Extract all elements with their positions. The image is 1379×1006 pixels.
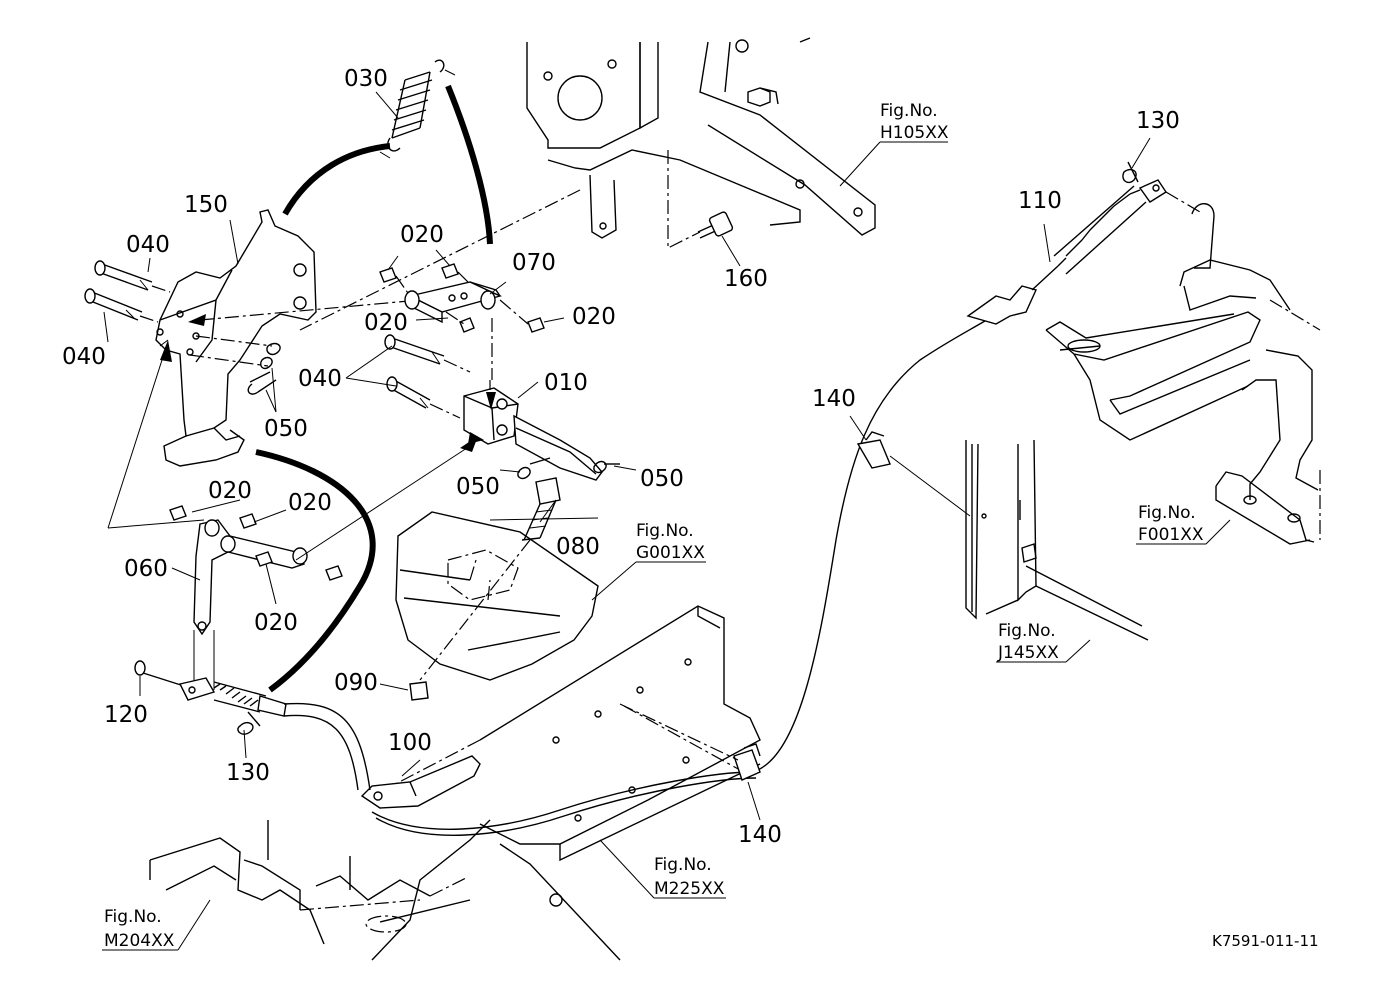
- main-frame: [371, 605, 761, 961]
- label-130-upper: 130: [1136, 108, 1180, 134]
- upper-frame-bracket: [299, 37, 876, 331]
- label-020-a: 020: [400, 222, 444, 248]
- pin-040-left: [84, 260, 171, 323]
- label-020-d: 020: [208, 478, 252, 504]
- fig-ref-m225-code: M225XX: [654, 879, 725, 899]
- cable-path-arrow: [255, 449, 376, 693]
- fig-ref-g001-code: G001XX: [636, 543, 705, 563]
- label-090: 090: [334, 670, 378, 696]
- label-050-c: 050: [640, 466, 684, 492]
- fig-ref-f001-prefix: Fig.No.: [1138, 503, 1196, 523]
- fig-ref-g001-prefix: Fig.No.: [636, 521, 694, 541]
- label-020-b: 020: [364, 310, 408, 336]
- pin-040-middle: [384, 334, 471, 419]
- fig-ref-m204-code: M204XX: [104, 931, 175, 951]
- cable-upper-end-110: [966, 179, 1201, 325]
- label-020-e: 020: [288, 490, 332, 516]
- fig-ref-leaders: [102, 141, 1231, 951]
- right-upper-assembly: [1045, 203, 1321, 545]
- fig-ref-j145-code: J145XX: [997, 643, 1059, 663]
- part-labels: 030 150 040 040 020 070 020 020 040 010 …: [62, 66, 1180, 848]
- label-050-a: 050: [264, 416, 308, 442]
- control-cable: [371, 317, 991, 830]
- assembly-guides: [107, 339, 478, 690]
- label-070: 070: [512, 250, 556, 276]
- lower-left-frame: [149, 820, 471, 945]
- fig-ref-j145-prefix: Fig.No.: [998, 621, 1056, 641]
- clamp-140-upper: [856, 431, 971, 517]
- bushings-020-lower: [169, 505, 343, 581]
- link-070: [404, 281, 503, 324]
- fig-ref-m225-prefix: Fig.No.: [654, 855, 712, 875]
- label-020-c: 020: [572, 304, 616, 330]
- label-080: 080: [556, 534, 600, 560]
- fig-ref-h105-prefix: Fig.No.: [880, 101, 938, 121]
- label-010: 010: [544, 370, 588, 396]
- link-060: [193, 519, 308, 636]
- label-040-lower: 040: [62, 344, 106, 370]
- label-130-lower: 130: [226, 760, 270, 786]
- label-150: 150: [184, 192, 228, 218]
- pedal-100: [360, 755, 481, 809]
- fig-ref-m204-prefix: Fig.No.: [104, 907, 162, 927]
- bolt-160: [697, 211, 734, 239]
- clip-130-upper: [1122, 161, 1139, 184]
- clip-050-right: [517, 457, 620, 480]
- bushings-020-upper: [379, 263, 545, 333]
- clip-050-upper: [247, 342, 281, 395]
- label-060: 060: [124, 556, 168, 582]
- fig-ref-f001-code: F001XX: [1138, 525, 1204, 545]
- label-040-middle: 040: [298, 366, 342, 392]
- spring-030: [282, 59, 493, 245]
- cable-lower-end: [134, 660, 371, 791]
- nut-090: [409, 681, 429, 701]
- drawing-code: K7591-011-11: [1212, 932, 1319, 950]
- clip-130-lower: [237, 711, 261, 735]
- fig-ref-h105-code: H105XX: [880, 123, 949, 143]
- leader-lines: [103, 91, 1151, 821]
- label-120: 120: [104, 702, 148, 728]
- label-160: 160: [724, 266, 768, 292]
- floor-plate: [395, 511, 599, 681]
- label-030: 030: [344, 66, 388, 92]
- figure-refs: Fig.No. H105XX Fig.No. G001XX Fig.No. F0…: [104, 101, 1204, 951]
- label-020-f: 020: [254, 610, 298, 636]
- label-100: 100: [388, 730, 432, 756]
- label-140-upper: 140: [812, 386, 856, 412]
- pedal-arm-010: [463, 380, 603, 481]
- label-050-b: 050: [456, 474, 500, 500]
- label-040-upper: 040: [126, 232, 170, 258]
- bolt-080: [419, 477, 561, 681]
- pedal-bracket-150: [155, 209, 317, 467]
- label-110: 110: [1018, 188, 1062, 214]
- right-channel: [965, 439, 1149, 641]
- clamp-140-lower: [619, 703, 761, 781]
- label-140-lower: 140: [738, 822, 782, 848]
